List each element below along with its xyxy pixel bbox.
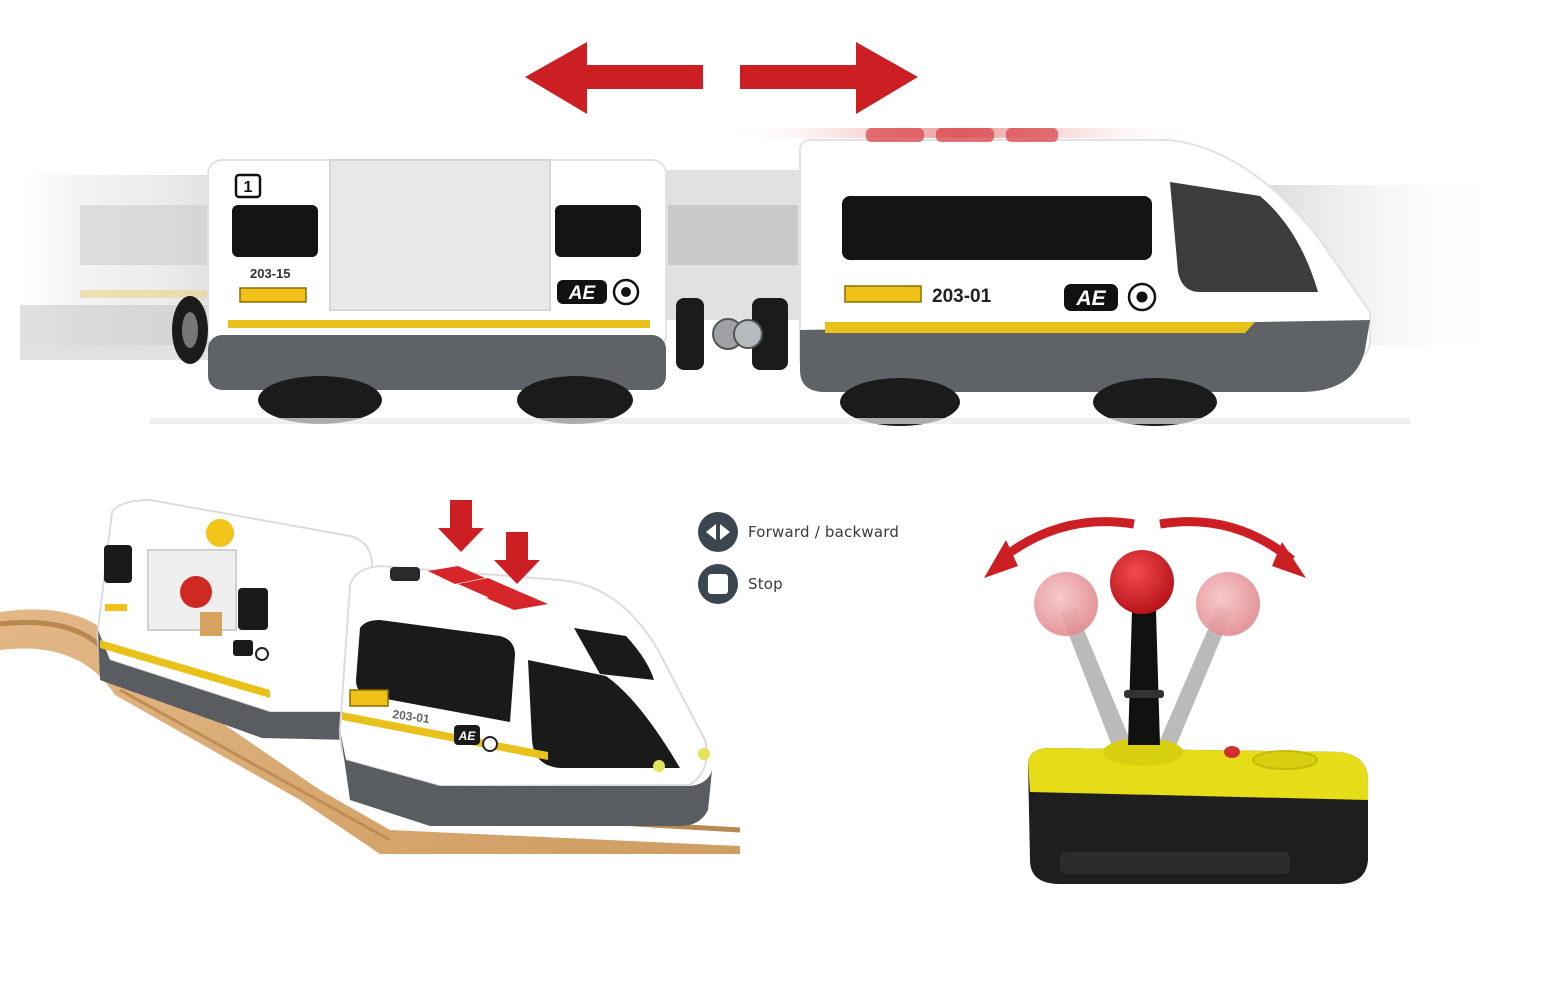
legend-stop-label: Stop	[748, 575, 783, 593]
right-arrow-icon	[740, 42, 918, 114]
windshield	[528, 660, 680, 768]
left-arrow-icon	[525, 42, 703, 114]
magnet-coupling	[676, 298, 788, 370]
window	[232, 205, 318, 257]
left-right-triangles-icon	[698, 512, 738, 552]
remote-controller	[984, 517, 1368, 884]
wooden-track	[0, 609, 740, 854]
rear-car: 1 203-15 AE	[172, 159, 667, 424]
swing-arrow-right-icon	[1272, 542, 1306, 578]
brand-logo: AE	[1075, 287, 1106, 310]
legend-stop: Stop	[698, 564, 783, 604]
press-arrow-icon	[438, 500, 484, 552]
window	[356, 620, 515, 722]
rear-car-code: 203-15	[250, 266, 290, 281]
yellow-stripe	[228, 320, 650, 328]
brand-logo: AE	[458, 729, 477, 743]
car-number-badge	[234, 173, 262, 199]
front-car-code: 203-01	[392, 707, 431, 726]
window	[842, 196, 1152, 260]
legend-forward-backward-label: Forward / backward	[748, 523, 900, 541]
car-number: 1	[244, 179, 253, 196]
window	[555, 205, 641, 257]
bottom-train-on-track: 203-01 AE	[0, 498, 741, 854]
brand-logo-badge	[557, 280, 607, 304]
legend-forward-backward: Forward / backward	[698, 512, 899, 552]
front-car: 203-01 AE	[799, 128, 1371, 426]
brand-logo-badge	[1064, 284, 1118, 311]
yellow-light-strip	[239, 287, 307, 303]
front-car: 203-01 AE	[338, 564, 712, 826]
yellow-light-strip	[844, 285, 922, 303]
move-direction-arrows-icon	[525, 42, 918, 114]
swing-arrow-left-icon	[984, 540, 1018, 578]
front-car-code: 203-01	[932, 286, 992, 307]
windshield	[1170, 182, 1318, 292]
top-train: 1 203-15 AE	[20, 128, 1510, 426]
yellow-stripe	[825, 322, 1255, 333]
brand-logo: AE	[568, 283, 597, 304]
control-legend: Forward / backward Stop	[698, 512, 958, 612]
square-stop-icon	[698, 564, 738, 604]
brand-logo-badge	[454, 725, 480, 745]
press-arrow-icon	[494, 532, 540, 584]
rear-car	[96, 498, 374, 740]
